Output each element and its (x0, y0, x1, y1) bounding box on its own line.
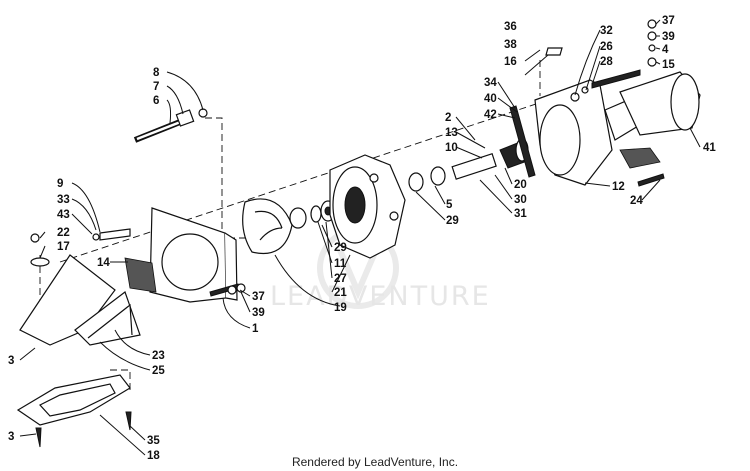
callout-7: 7 (153, 81, 159, 93)
watermark-text: LEADVENTURE (270, 281, 491, 312)
callout-34: 34 (484, 77, 497, 89)
callout-33: 9 (57, 178, 63, 190)
callout-18: 18 (147, 450, 160, 462)
callout-27: 27 (334, 273, 347, 285)
callout-15: 15 (662, 59, 675, 71)
callout-40: 40 (484, 93, 497, 105)
cable-centerline (205, 117, 248, 239)
mount-screws (209, 283, 246, 297)
plate-centerline (110, 369, 131, 392)
callout-38: 38 (504, 39, 517, 51)
callout-1: 1 (252, 323, 259, 335)
drive-shaft (451, 138, 531, 180)
callout-20: 20 (514, 179, 527, 191)
callout-19: 19 (334, 302, 347, 314)
callout-31: 31 (514, 208, 527, 220)
callout-30: 30 (514, 194, 527, 206)
callout-14: 14 (97, 257, 110, 269)
intake-housing (19, 207, 238, 346)
callout-29-right: 5 (446, 199, 453, 211)
impeller (242, 198, 307, 254)
callout-37-left: 37 (252, 291, 265, 303)
callout-21: 21 (334, 287, 347, 299)
callout-13: 13 (445, 127, 458, 139)
callout-24: 24 (630, 195, 643, 207)
nozzle-housing (509, 47, 661, 186)
callout-9: 12 (612, 181, 625, 193)
callout-32: 32 (600, 25, 613, 37)
callout-36: 36 (504, 21, 517, 33)
callout-22: 43 (57, 209, 70, 221)
callout-23: 23 (152, 350, 165, 362)
callout-10: 10 (445, 142, 458, 154)
callout-2: 2 (445, 112, 451, 124)
callout-6: 6 (153, 95, 159, 107)
callout-25: 25 (152, 365, 165, 377)
steering-nozzle (619, 19, 701, 187)
callout-39-right: 39 (662, 31, 675, 43)
callout-11: 11 (334, 258, 347, 270)
callout-28: 28 (600, 56, 613, 68)
callout-26: 26 (600, 41, 613, 53)
callout-8: 8 (153, 67, 160, 79)
callout-42: 42 (484, 109, 497, 121)
callout-41: 41 (703, 142, 716, 154)
callout-labels: 8 7 6 9 33 43 22 17 14 3 23 25 3 35 18 3… (8, 15, 716, 462)
footer-credit: Rendered by LeadVenture, Inc. (291, 455, 459, 469)
pump-housing (329, 154, 406, 259)
callout-43: 33 (57, 194, 70, 206)
callout-39-left: 39 (252, 307, 265, 319)
leader-lines (19, 19, 701, 456)
steering-cable (133, 108, 208, 143)
callout-12: 29 (446, 215, 459, 227)
callout-3-top: 3 (8, 355, 14, 367)
callout-3-bottom: 3 (8, 431, 14, 443)
leadventure-watermark: LEADVENTURE (270, 227, 491, 312)
callout-16: 16 (504, 56, 517, 68)
callout-4: 4 (662, 44, 669, 56)
ride-plate (16, 374, 132, 448)
callout-35: 35 (147, 435, 160, 447)
callout-17: 22 (57, 227, 70, 239)
callout-5: 17 (57, 241, 70, 253)
callout-29-left: 29 (334, 242, 347, 254)
callout-37-right: 37 (662, 15, 675, 27)
